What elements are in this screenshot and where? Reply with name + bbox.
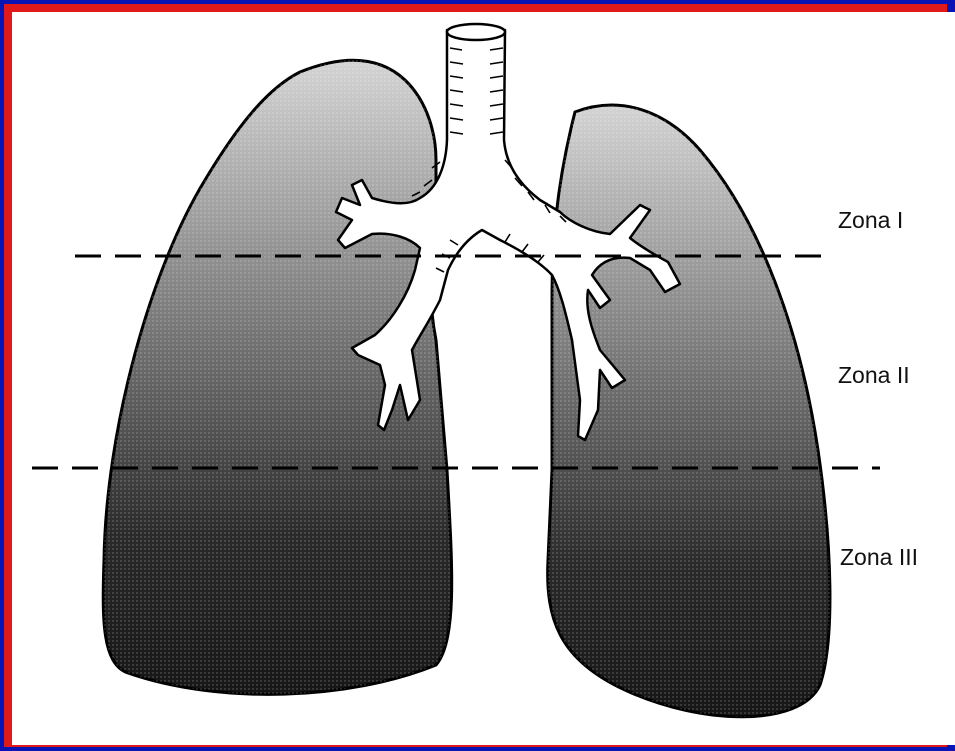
zone-1-label: Zona I [838,207,903,234]
diagram-panel: Zona I Zona II Zona III [12,12,955,745]
lung-zones-diagram [12,12,955,745]
zone-3-label: Zona III [840,544,918,571]
zone-2-label: Zona II [838,362,910,389]
